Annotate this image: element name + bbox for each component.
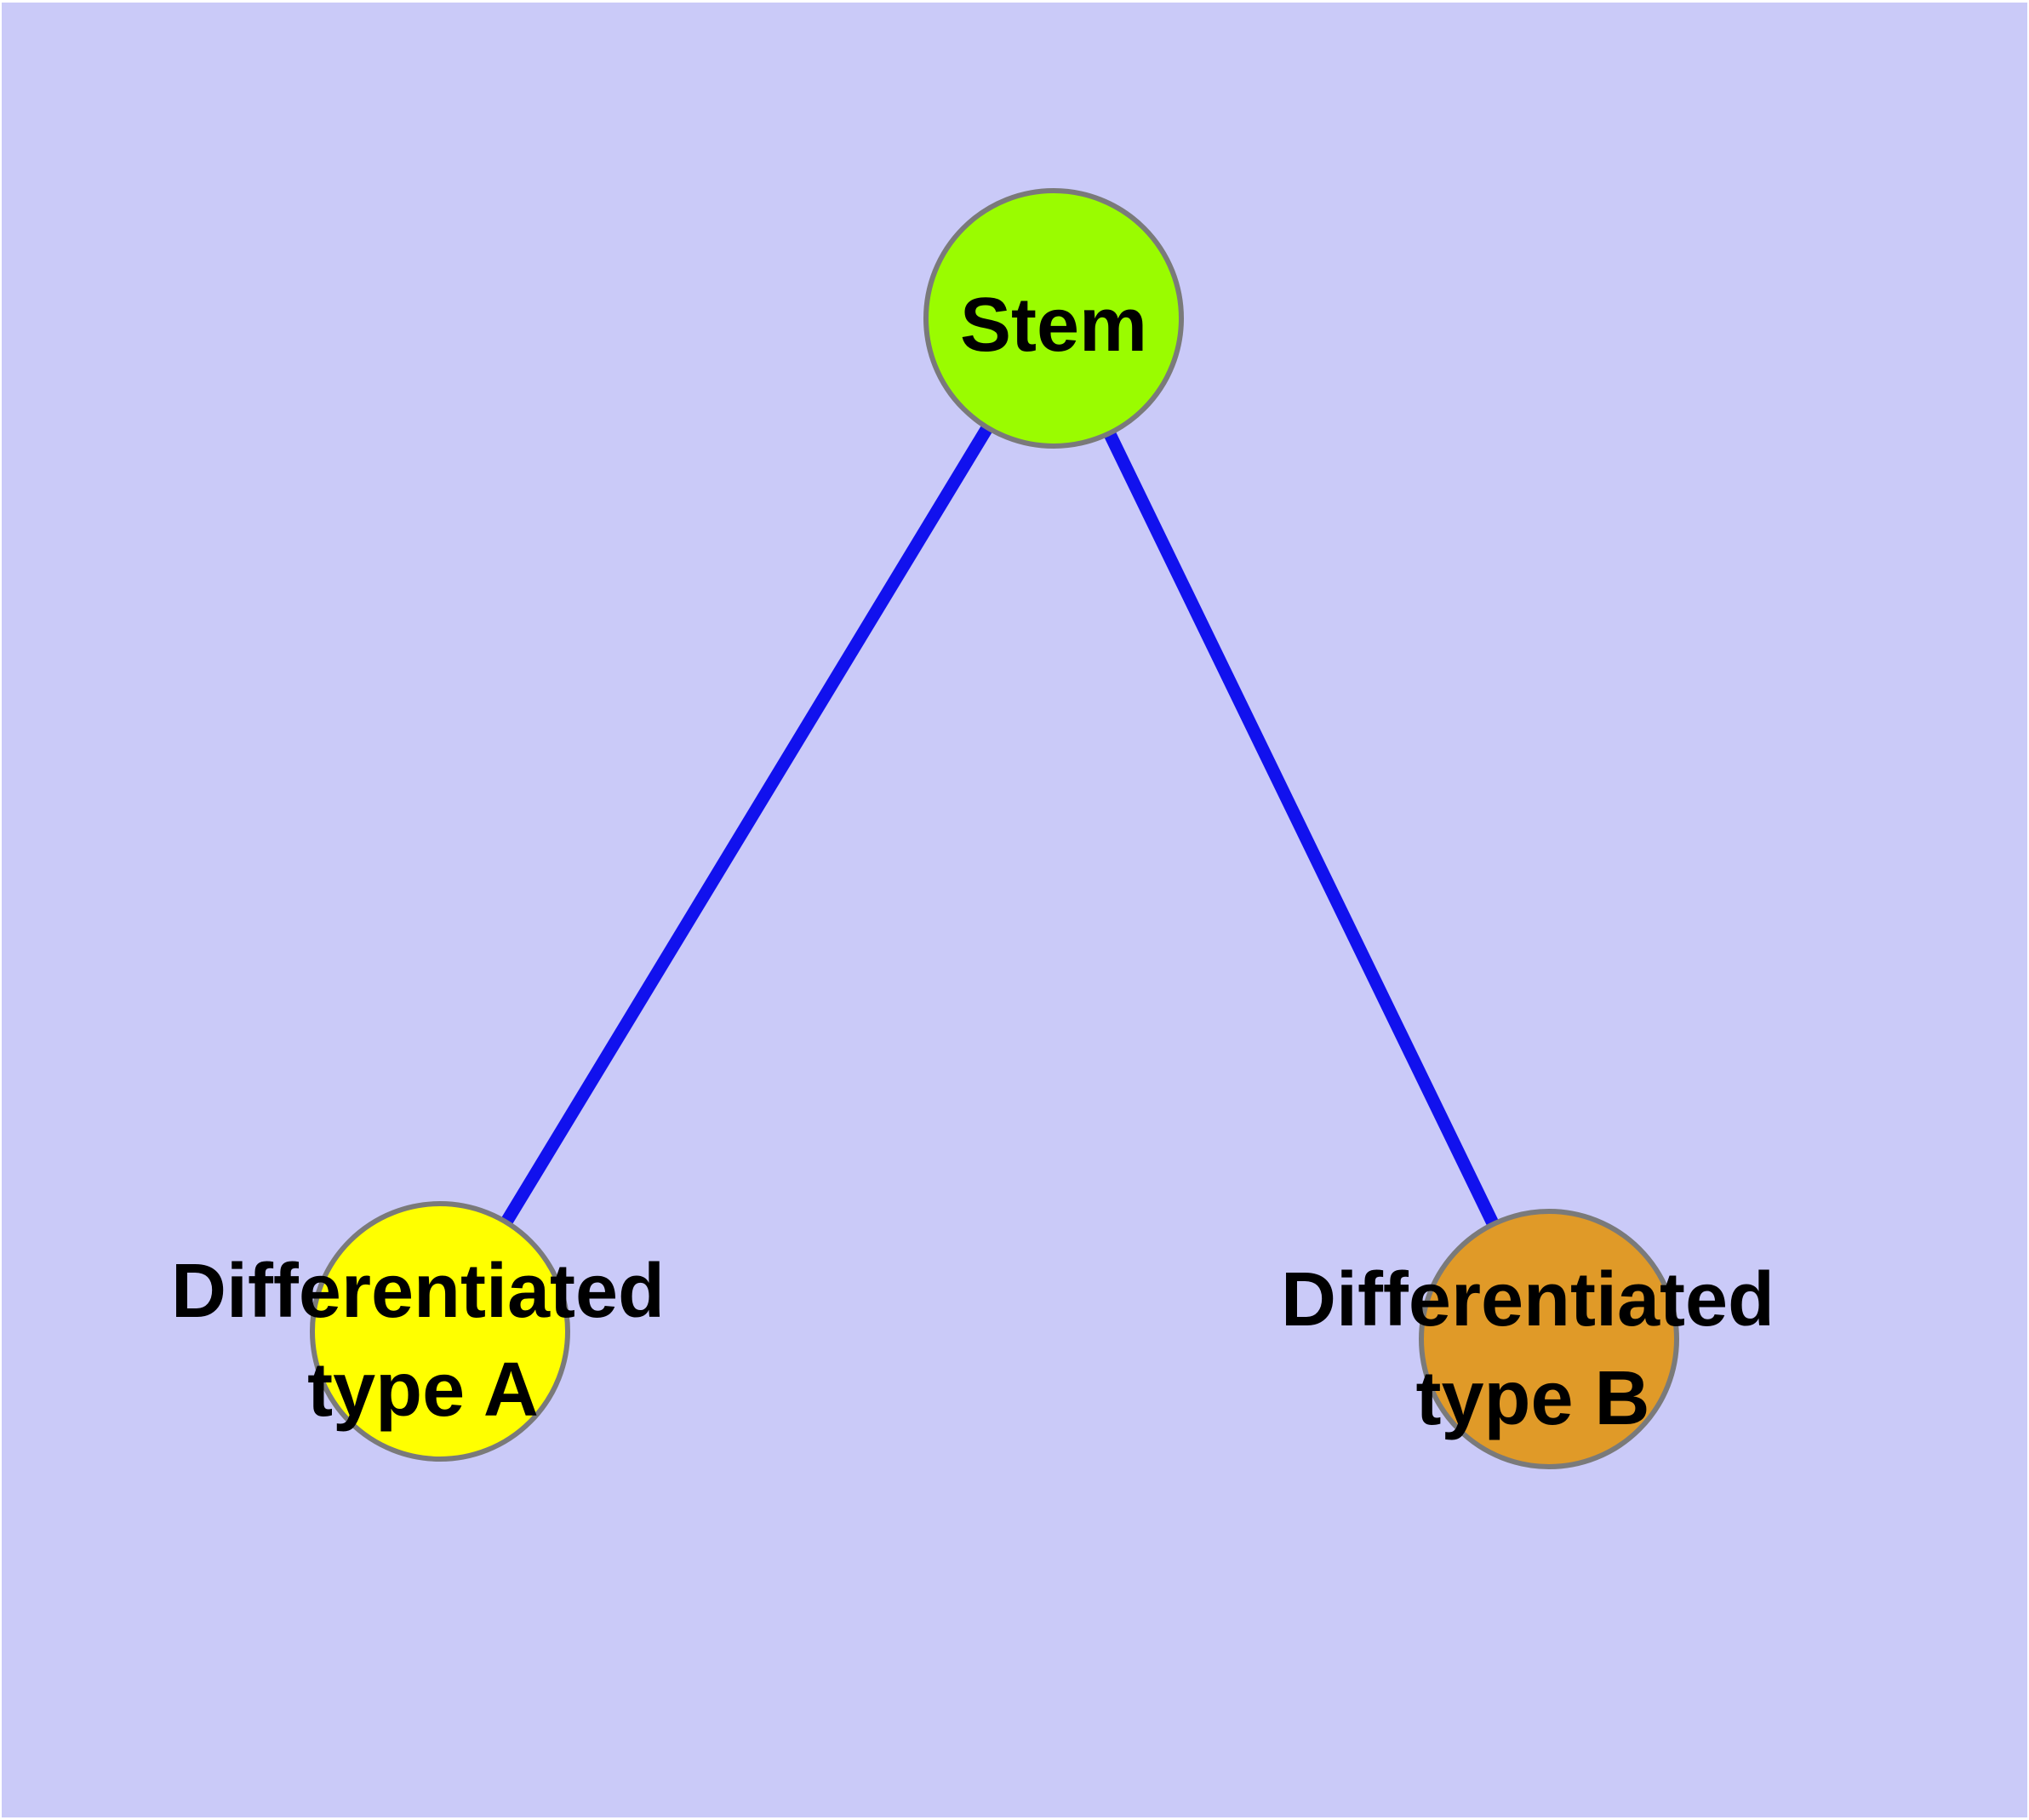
- type-b-node-label-line1: Differentiated: [1281, 1257, 1775, 1342]
- type-a-node-label-line1: Differentiated: [171, 1249, 665, 1334]
- stem-node-circle: [923, 188, 1184, 449]
- type-b-node-circle: [1419, 1209, 1679, 1469]
- type-a-node-label-line2: type A: [307, 1348, 539, 1433]
- node-differentiated-type-a[interactable]: Differentiated type A: [171, 1201, 665, 1462]
- edge-stem-to-type-b: [1048, 315, 1555, 1342]
- node-stem[interactable]: Stem: [923, 188, 1184, 449]
- type-a-node-circle: [310, 1201, 570, 1462]
- edge-stem-to-type-a: [434, 315, 1060, 1335]
- node-differentiated-type-b[interactable]: Differentiated type B: [1281, 1209, 1775, 1469]
- stem-node-label: Stem: [960, 283, 1147, 368]
- type-b-node-label-line2: type B: [1415, 1356, 1649, 1441]
